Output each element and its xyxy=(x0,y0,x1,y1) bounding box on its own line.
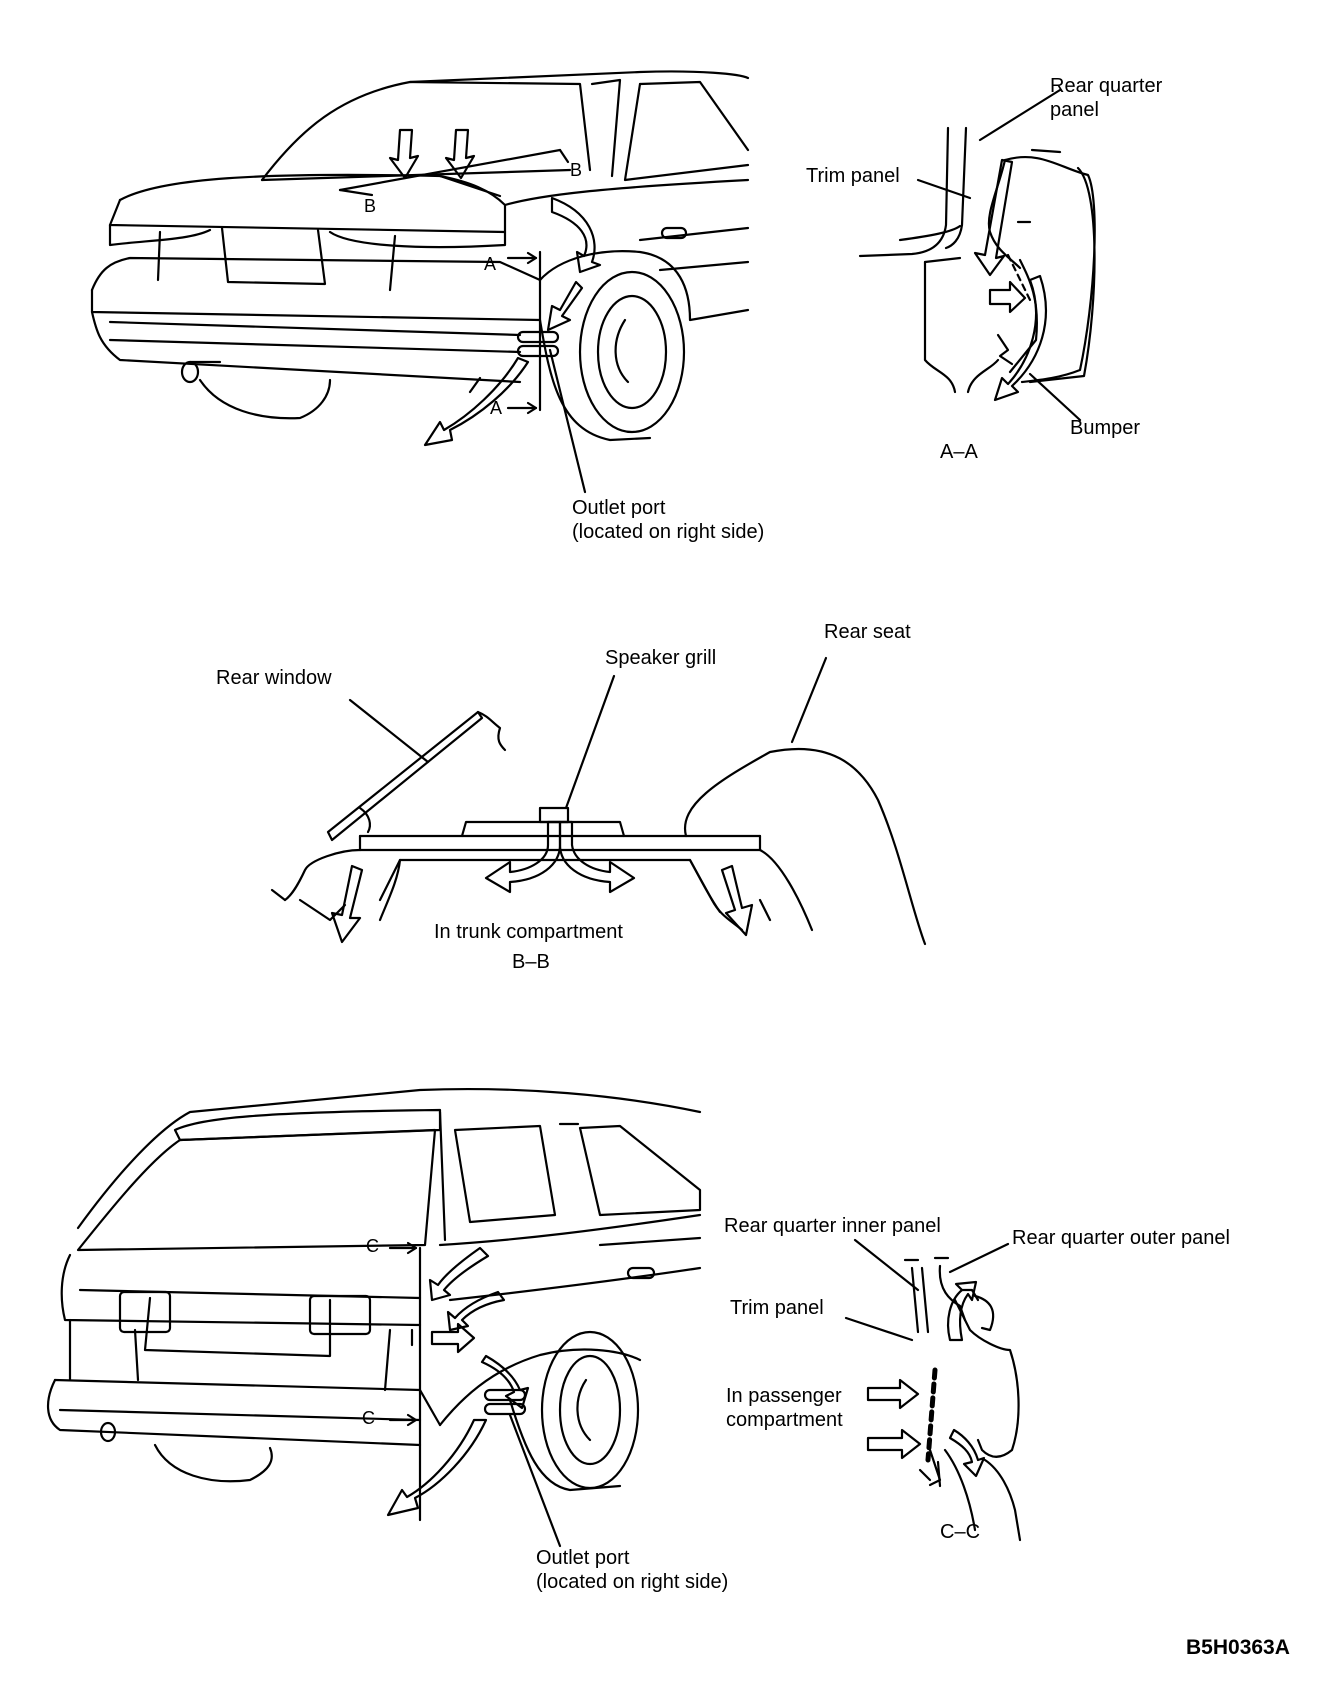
sedan-illustration xyxy=(90,70,750,447)
label-in-trunk-compartment: In trunk compartment xyxy=(434,921,623,943)
sedan-leader-lines xyxy=(548,88,1082,494)
label-outlet-port-wagon-line1: Outlet port xyxy=(536,1547,630,1569)
trunk-section-illustration xyxy=(270,710,927,946)
label-outlet-port-sedan-line1: Outlet port xyxy=(572,497,666,519)
section-c-c-illustration xyxy=(866,1256,1022,1542)
cut-marker-a-bottom: A xyxy=(490,398,503,418)
label-rear-quarter-panel: Rear quarter panel xyxy=(1050,74,1162,122)
cut-marker-c-top: C xyxy=(366,1236,379,1256)
section-id-c-c: C–C xyxy=(940,1521,981,1543)
label-in-passenger-compartment-line1: In passenger xyxy=(726,1385,842,1407)
label-rear-quarter-inner-panel: Rear quarter inner panel xyxy=(724,1215,941,1237)
cut-marker-b-top: B xyxy=(570,160,583,180)
label-in-passenger-compartment-line2: compartment xyxy=(726,1409,843,1431)
label-trim-panel-a: Trim panel xyxy=(806,165,900,187)
label-outlet-port-sedan-line2: (located on right side) xyxy=(572,521,765,543)
section-a-a-illustration xyxy=(858,126,1096,402)
label-rear-quarter-outer-panel: Rear quarter outer panel xyxy=(1012,1227,1230,1249)
label-bumper: Bumper xyxy=(1070,417,1141,439)
label-trim-panel-c: Trim panel xyxy=(730,1297,824,1319)
label-in-passenger-compartment: In passenger compartment xyxy=(726,1384,843,1432)
label-rear-window: Rear window xyxy=(216,667,332,689)
figure-code: B5H0363A xyxy=(1186,1636,1290,1659)
label-rear-quarter-panel-line1: Rear quarter xyxy=(1050,75,1163,97)
label-rear-seat: Rear seat xyxy=(824,621,911,643)
label-outlet-port-wagon: Outlet port (located on right side) xyxy=(536,1546,728,1594)
cut-marker-b-left: B xyxy=(364,196,377,216)
section-id-b-b: B–B xyxy=(512,951,550,973)
label-speaker-grill: Speaker grill xyxy=(605,647,717,669)
wagon-leader-lines xyxy=(508,1238,1010,1548)
label-outlet-port-sedan: Outlet port (located on right side) xyxy=(572,496,764,544)
label-rear-quarter-panel-line2: panel xyxy=(1050,99,1099,121)
label-outlet-port-wagon-line2: (located on right side) xyxy=(536,1571,729,1593)
cut-marker-c-bottom: C xyxy=(362,1408,375,1428)
section-id-a-a: A–A xyxy=(940,441,978,463)
wagon-illustration xyxy=(47,1087,702,1522)
cut-marker-a-top: A xyxy=(484,254,497,274)
trunk-leader-lines xyxy=(348,656,828,810)
